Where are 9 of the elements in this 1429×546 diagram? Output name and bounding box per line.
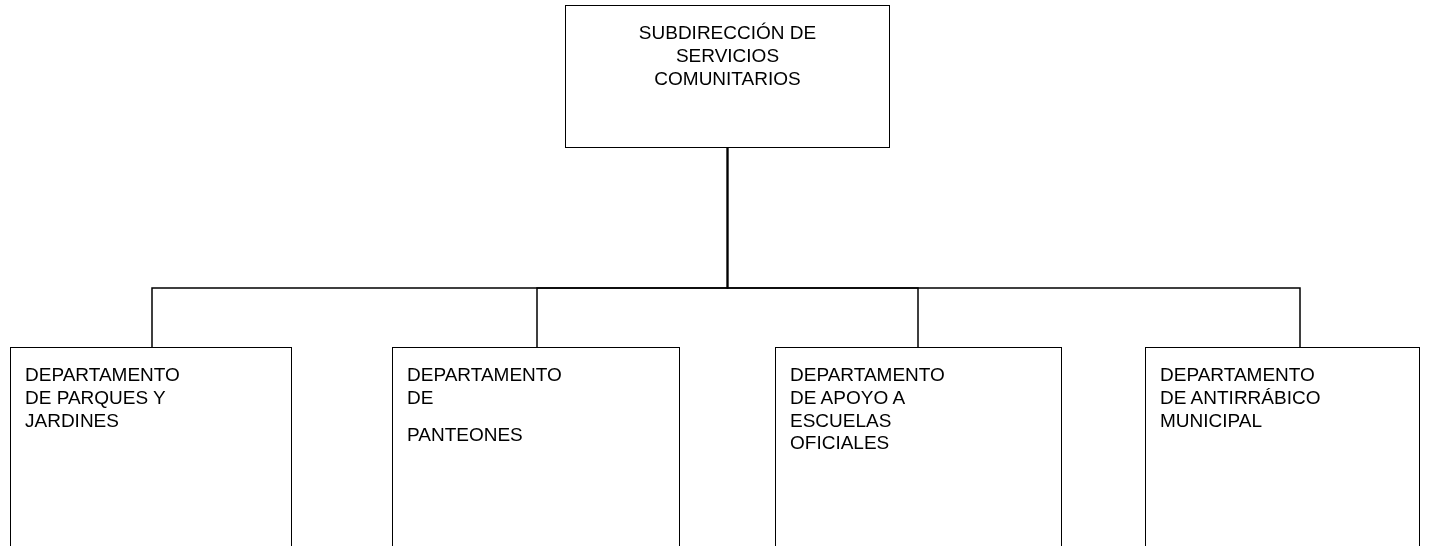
org-box	[775, 347, 1062, 546]
box-label: SUBDIRECCIÓN DE SERVICIOS COMUNITARIOS	[637, 22, 818, 91]
connector-line	[726, 147, 1301, 348]
box-label: DEPARTAMENTO DE ANTIRRÁBICO MUNICIPAL	[1160, 364, 1322, 433]
org-box	[1145, 347, 1420, 546]
org-box	[392, 347, 680, 546]
box-label: PANTEONES	[407, 423, 524, 447]
org-box	[10, 347, 292, 546]
org-box	[565, 5, 890, 148]
